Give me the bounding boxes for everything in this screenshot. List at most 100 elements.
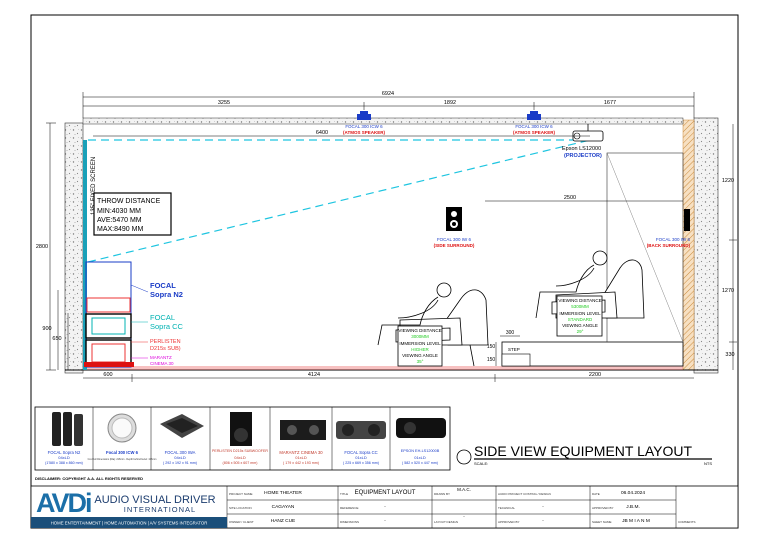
row1-value-angle: 35° (417, 359, 424, 364)
row1-value-immersion: HIGHER (411, 347, 429, 352)
atmos-speaker-1 (357, 111, 371, 120)
title-marker (456, 449, 472, 465)
dim-floor-front: 600 (103, 372, 112, 378)
sopra-cc-label-2: Sopra CC (150, 322, 184, 331)
technical-label: TECHNICAL (498, 506, 515, 510)
company-logo: AVDi (34, 488, 93, 518)
title-field-value: EQUIPMENT LAYOUT (355, 490, 416, 496)
nts-label: NTS (704, 461, 712, 466)
throw-title: THROW DISTANCE (97, 198, 161, 205)
row1-info-box (397, 325, 443, 367)
layout-label: LAYOUT DESIGN (434, 520, 458, 524)
dim-seg-right: 1677 (604, 100, 616, 106)
riser-platform (501, 341, 684, 367)
disclaimer-text: DISCLAIMER: COPYRIGHT A.A. ALL RIGHTS RE… (35, 476, 143, 481)
row2-label-immersion: IMMERSION LEVEL (559, 311, 601, 316)
legend-1-name: FOCAL Sopra N2 (48, 450, 81, 455)
dim-total: 6924 (382, 91, 394, 97)
throw-max: MAX:8490 MM (97, 226, 143, 233)
sheet-name-label: SHEET NAME (592, 520, 611, 524)
legend-1-qty: 04xLD (58, 455, 70, 460)
atmos-speaker-1-role: (ATMOS SPEAKER) (343, 130, 385, 135)
dim-riser-length: 300 (506, 330, 515, 336)
legend-5-qty: 01xLD (295, 455, 307, 460)
dim-seg-left: 3255 (218, 100, 230, 106)
sopra-n2-image (52, 412, 83, 446)
legend-7-name: EPSON EH-LS12000B (401, 449, 440, 453)
dimension-lines (46, 92, 737, 382)
front-wall (64, 122, 84, 374)
sopra-cc-label-1: FOCAL (150, 313, 175, 322)
sopra-n2-label-2: Sopra N2 (150, 290, 183, 299)
legend-6-name: FOCAL Sopra CC (344, 450, 377, 455)
checked-label: APPROVED BY (592, 506, 614, 510)
rear-surround-speaker (684, 209, 690, 231)
sub-label-2: D215s SUB) (150, 346, 181, 352)
date-label: DATE (592, 492, 600, 496)
projector-booth (606, 152, 684, 343)
legend-6-dims: ( 225 x 669 x 356 mm) (343, 461, 379, 465)
company-name-2: INTERNATIONAL (124, 505, 196, 514)
throw-distance-box (93, 192, 172, 236)
row2-value-distance: 5300MM (571, 304, 589, 309)
site-location-value: CAGAYAN (272, 504, 295, 510)
costing-label: AUDIO PROJECT COSTING / DESIGN (498, 492, 551, 496)
throw-min: MIN:4030 MM (97, 208, 141, 215)
projection-beam-bottom (87, 139, 591, 263)
legend-3-dims: ( 292 x 192 x 91 mm) (163, 461, 197, 465)
legend-7-dims: ( 582 x 520 x 447 mm) (402, 461, 438, 465)
back-wall (693, 117, 719, 374)
row2-label-angle: VIEWING ANGLE (562, 323, 598, 328)
dim-projector-back: 2500 (564, 195, 576, 201)
atmos-speaker-2-model: FOCAL 300 ICW 6 (515, 124, 553, 129)
legend-7-qty: 01xLD (414, 455, 426, 460)
sheet-name-value: JB M I A N M (622, 518, 650, 524)
side-surround-model: FOCAL 300 IW 6 (437, 237, 472, 242)
dim-screen-projector: 6400 (316, 130, 328, 136)
row1-value-distance: 3000MM (411, 334, 429, 339)
step-label: STEP (508, 347, 520, 352)
scale-label: SCALE: (474, 461, 488, 466)
project-name-label: PROJECT NAME (229, 492, 252, 496)
legend-4-dims: (806 x 505 x 607 mm) (223, 461, 258, 465)
equipment-legend: FOCAL Sopra N2 04xLD (1'580 x 388 x 860 … (34, 406, 451, 471)
site-location-label: SITE LOCATION (229, 506, 252, 510)
dim-seg-mid: 1892 (444, 100, 456, 106)
side-surround-speaker (446, 207, 462, 231)
inwall-speaker-image (160, 414, 204, 438)
dim-room-height: 2800 (36, 244, 48, 250)
projector-model: Epson LS12000 (562, 146, 601, 152)
projector (572, 124, 604, 142)
legend-4-name: PERLISTEN D215s SUBWOOFER (212, 449, 268, 453)
legend-2-qty: Cut-Out Dimensions (Dia): 216mm · Depth … (88, 458, 157, 461)
dim-right-low: 330 (725, 352, 734, 358)
rear-surround-role: (BACK SURROUND) (647, 243, 691, 248)
ceiling (82, 117, 684, 125)
front-equipment-stack (84, 261, 134, 368)
drawing-title: SIDE VIEW EQUIPMENT LAYOUT (474, 443, 693, 459)
reference-label: REFERENCE (340, 506, 359, 510)
comments-label: COMMENTS (678, 520, 696, 524)
row2-value-immersion: STANDARD (568, 317, 593, 322)
logo-text: AVDi (36, 488, 91, 518)
atmos-speaker-1-model: FOCAL 300 ICW 6 (345, 124, 383, 129)
legend-6-qty: 01xLD (355, 455, 367, 460)
dim-floor-back: 2200 (589, 372, 601, 378)
amp-label-2: CINEMA 30 (150, 361, 174, 366)
dim-left-650: 650 (52, 336, 61, 342)
dimension-label: DIMENSIONS (340, 520, 359, 524)
legend-1-dims: (1'580 x 388 x 860 mm) (45, 461, 83, 465)
technical-value: - (542, 504, 544, 509)
projector-role: (PROJECTOR) (564, 153, 602, 159)
legend-4-qty: 04xLD (234, 455, 246, 460)
row2-value-angle: 29° (577, 329, 584, 334)
checked-value: J.B.M. (626, 504, 640, 510)
room-section: STEP 135" FIXED SCREEN Epson LS12000 (PR… (36, 91, 737, 382)
row1-label-immersion: IMMERSION LEVEL (399, 341, 441, 346)
screen-label: 135" FIXED SCREEN (91, 157, 97, 215)
company-tagline: HOME ENTERTAINMENT | HOME AUTOMATION | A… (51, 521, 208, 526)
legend-5-dims: ( 179 x 442 x 193 mm) (283, 461, 319, 465)
reference-value: - (384, 504, 386, 509)
row1-label-angle: VIEWING ANGLE (402, 353, 438, 358)
dim-left-900: 900 (42, 326, 51, 332)
